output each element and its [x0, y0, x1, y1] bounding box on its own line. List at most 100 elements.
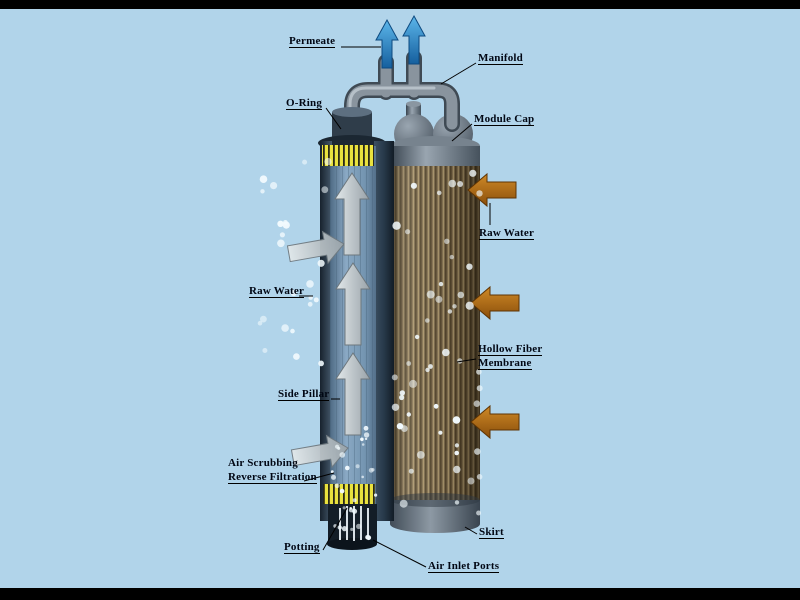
bubble: [366, 535, 372, 541]
bubble: [277, 239, 285, 248]
cutaway-module: [318, 107, 394, 550]
bubble: [352, 508, 358, 514]
bubble: [260, 315, 267, 323]
bubble: [339, 488, 345, 494]
bubble: [406, 412, 411, 417]
bubble: [392, 221, 401, 230]
letterbox-top: [0, 0, 800, 9]
bubble: [447, 309, 453, 314]
bubble: [476, 369, 482, 375]
bubble: [363, 432, 370, 438]
bubble: [356, 523, 362, 530]
bubble: [438, 281, 444, 287]
bubble: [279, 232, 285, 238]
bubble: [391, 403, 400, 411]
bubble: [465, 301, 474, 310]
bubble: [473, 400, 481, 408]
bubble: [476, 474, 483, 480]
bubble: [391, 374, 398, 381]
bubble: [259, 175, 268, 183]
bubble: [409, 379, 417, 388]
bubble: [416, 451, 425, 459]
bubble: [270, 182, 278, 190]
bubble: [374, 493, 378, 497]
label-raw-water-left: Raw Water: [249, 285, 305, 298]
bubble: [306, 280, 314, 288]
bubble: [426, 290, 435, 299]
bubble: [454, 500, 460, 505]
bubble: [352, 498, 357, 503]
label-manifold: Manifold: [478, 52, 523, 65]
bubble: [405, 229, 411, 235]
bubble: [371, 468, 375, 472]
bubble: [457, 181, 464, 187]
bubble: [262, 348, 268, 353]
label-raw-water-right: Raw Water: [479, 227, 535, 240]
bubble: [438, 430, 443, 435]
bubble: [260, 189, 265, 194]
potting-band-bottom: [323, 484, 375, 504]
bubble: [360, 437, 364, 442]
side-pillar-wall: [374, 141, 394, 521]
bubble: [474, 448, 481, 455]
bubble: [339, 452, 346, 458]
bubble: [476, 385, 483, 392]
bubble: [341, 526, 348, 532]
bubble: [317, 259, 325, 267]
label-module-cap: Module Cap: [474, 113, 535, 126]
label-side-pillar: Side Pillar: [278, 388, 330, 401]
bubble: [467, 477, 475, 485]
label-air-inlet-ports: Air Inlet Ports: [428, 560, 500, 573]
bubble: [334, 483, 340, 489]
bubble: [436, 190, 442, 196]
bubble: [452, 416, 461, 424]
bubble: [361, 443, 365, 446]
bubble: [293, 353, 300, 360]
potting-band-top: [322, 145, 374, 166]
bubble: [335, 444, 340, 449]
bubble: [302, 159, 308, 165]
bubble: [364, 437, 368, 441]
label-o-ring: O-Ring: [286, 97, 323, 110]
bubble: [330, 470, 334, 474]
bubble: [350, 527, 354, 532]
permeate-arrows: [375, 15, 426, 69]
label-air-scrubbing: Air Scrubbing Reverse Filtration: [228, 457, 317, 485]
bubble: [399, 394, 405, 401]
bubble: [466, 263, 473, 270]
bubble: [449, 254, 454, 260]
bubble: [476, 190, 483, 197]
bubble: [448, 179, 457, 188]
bubble: [331, 474, 336, 480]
bubble: [281, 324, 289, 332]
bubble: [277, 220, 284, 227]
letterbox-bottom: [0, 588, 800, 600]
bubble: [452, 304, 457, 309]
bubble: [290, 289, 297, 297]
bubble: [342, 506, 346, 510]
air-bubbles: [257, 157, 483, 541]
bubble: [257, 320, 263, 326]
bubble: [408, 468, 414, 474]
label-potting: Potting: [284, 541, 320, 554]
bubble: [318, 360, 324, 367]
bubble: [355, 464, 360, 469]
air-inlet-jets: [339, 506, 369, 541]
bubble: [457, 291, 465, 299]
bubble: [406, 361, 412, 366]
bubble: [363, 425, 369, 431]
bubble: [425, 367, 430, 373]
bubble: [410, 182, 417, 189]
bubble: [324, 157, 332, 166]
bubble: [454, 450, 460, 456]
bubble: [453, 465, 461, 474]
bubble: [313, 297, 319, 303]
bubble: [345, 465, 350, 471]
hollow-fiber-module: [390, 101, 480, 533]
label-permeate: Permeate: [289, 35, 336, 48]
leader-lines: [299, 46, 491, 568]
bubble: [469, 169, 477, 177]
bubble: [444, 238, 450, 244]
